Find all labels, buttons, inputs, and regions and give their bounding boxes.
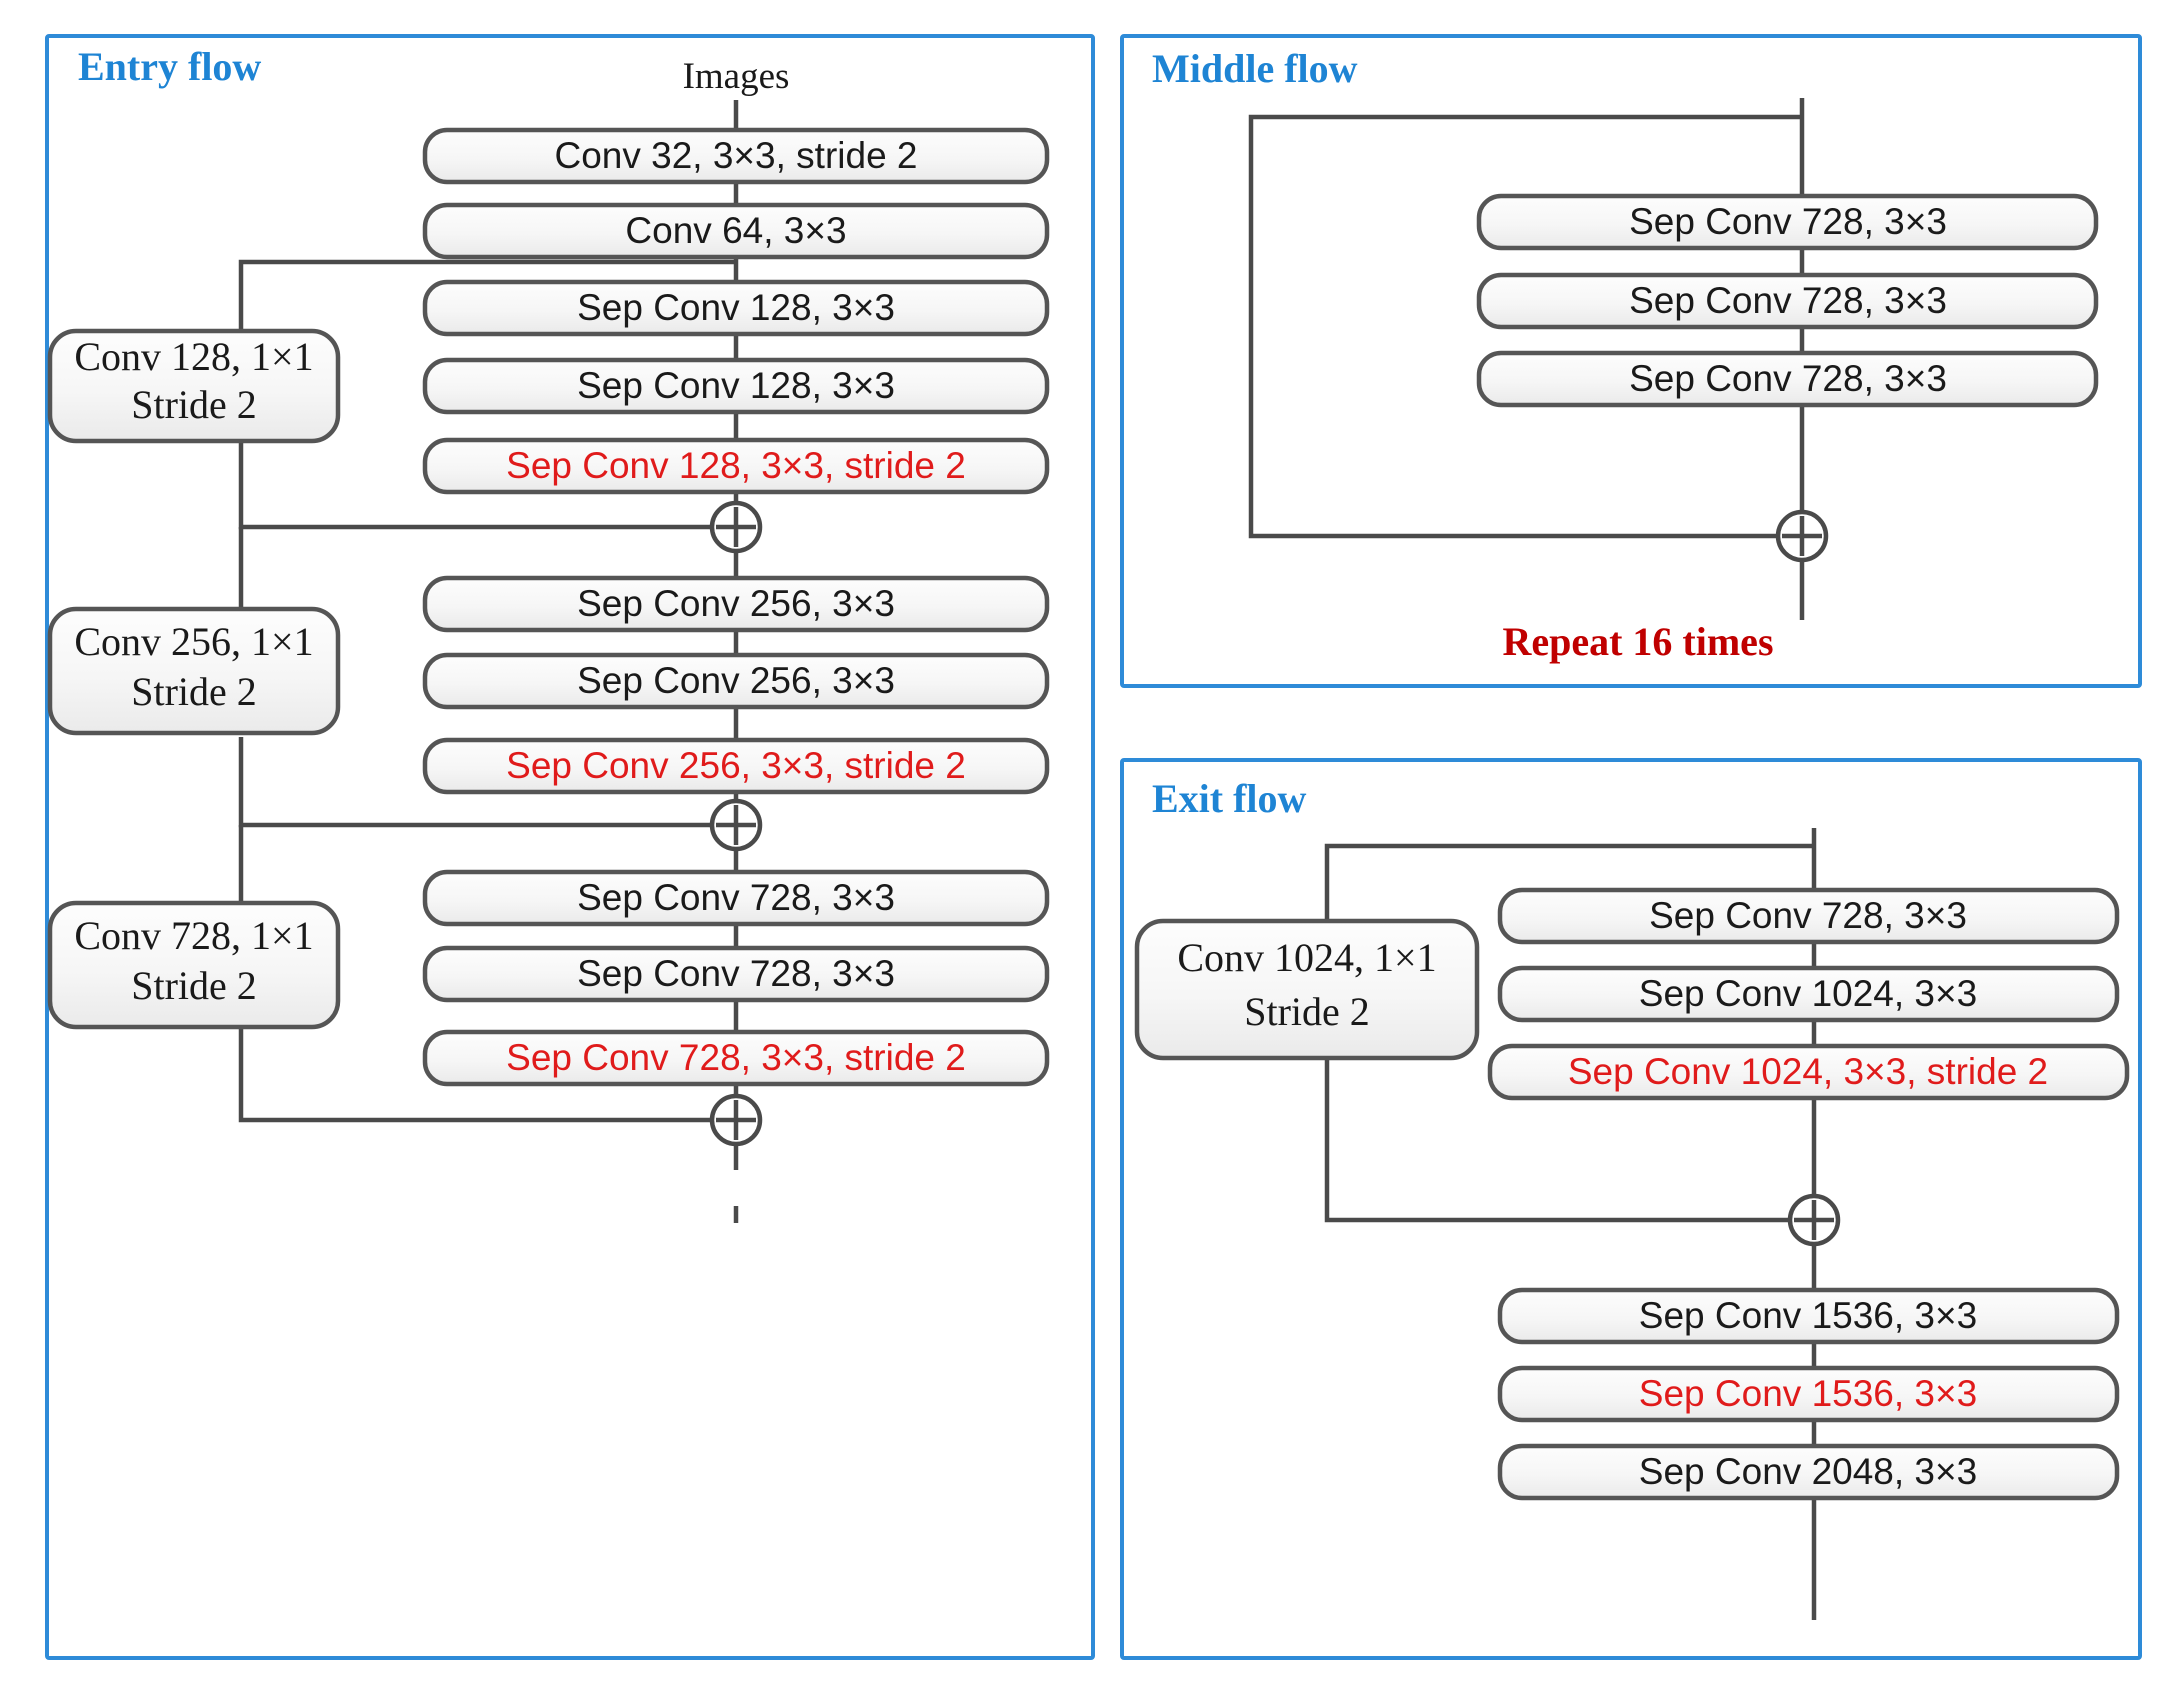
flow-box-label: Sep Conv 256, 3×3 <box>577 583 895 624</box>
wire-exit-residual-in <box>1324 843 1814 923</box>
flow-box-rect <box>422 945 1050 1003</box>
entry-main-box-2: Sep Conv 128, 3×3 <box>422 279 1050 337</box>
entry-main-box-0: Conv 32, 3×3, stride 2 <box>422 127 1050 185</box>
flow-box-label: Sep Conv 728, 3×3 <box>1629 280 1947 321</box>
flow-box-label: Sep Conv 728, 3×3 <box>577 953 895 994</box>
shortcut-box-line1: Conv 256, 1×1 <box>74 619 313 664</box>
entry-main-box-7: Sep Conv 256, 3×3, stride 2 <box>422 737 1050 795</box>
flow-box-rect <box>1497 965 2120 1023</box>
entry-add-node-2 <box>709 1093 763 1147</box>
shortcut-box-line2: Stride 2 <box>1244 989 1370 1034</box>
flow-box-label: Sep Conv 128, 3×3 <box>577 287 895 328</box>
exit-flow-title: Exit flow <box>1152 776 1307 821</box>
flow-box-rect <box>422 202 1050 260</box>
flow-box-label: Sep Conv 728, 3×3, stride 2 <box>506 1037 966 1078</box>
entry-shortcut-box-2: Conv 728, 1×1 Stride 2 <box>47 900 341 1030</box>
flow-box-label: Sep Conv 1536, 3×3 <box>1639 1295 1977 1336</box>
entry-shortcut-box-0: Conv 128, 1×1 Stride 2 <box>47 328 341 444</box>
wire-exit-residual-out <box>1324 1056 1790 1223</box>
shortcut-box-line1: Conv 128, 1×1 <box>74 334 313 379</box>
flow-box-rect <box>1476 193 2099 251</box>
exit-add-node-0 <box>1787 1193 1841 1247</box>
middle-flow-panel-border <box>1120 34 2142 688</box>
flow-box-label: Sep Conv 256, 3×3, stride 2 <box>506 745 966 786</box>
exit-flow-panel-border <box>1120 758 2142 1660</box>
flow-box-rect <box>1476 350 2099 408</box>
flow-box-rect <box>422 869 1050 927</box>
entry-main-box-1: Conv 64, 3×3 <box>422 202 1050 260</box>
wire-skip-out-3 <box>238 1029 712 1123</box>
flow-box-label: Sep Conv 2048, 3×3 <box>1639 1451 1977 1492</box>
entry-flow-panel: Entry flow Images <box>45 34 1095 1660</box>
wire-skip-branch-1 <box>238 259 736 333</box>
shortcut-box-rect <box>47 328 341 444</box>
flow-box-label: Sep Conv 128, 3×3, stride 2 <box>506 445 966 486</box>
entry-main-box-3: Sep Conv 128, 3×3 <box>422 357 1050 415</box>
exit-main-box-3: Sep Conv 1536, 3×3 <box>1497 1287 2120 1345</box>
flow-box-rect <box>422 737 1050 795</box>
middle-add-node-0 <box>1775 509 1829 563</box>
entry-main-box-6: Sep Conv 256, 3×3 <box>422 652 1050 710</box>
entry-main-box-8: Sep Conv 728, 3×3 <box>422 869 1050 927</box>
entry-flow-title: Entry flow <box>78 44 261 89</box>
entry-main-box-10: Sep Conv 728, 3×3, stride 2 <box>422 1029 1050 1087</box>
entry-main-box-5: Sep Conv 256, 3×3 <box>422 575 1050 633</box>
exit-main-box-4: Sep Conv 1536, 3×3 <box>1497 1365 2120 1423</box>
flow-box-rect <box>422 357 1050 415</box>
exit-main-box-5: Sep Conv 2048, 3×3 <box>1497 1443 2120 1501</box>
exit-flow-panel: Exit flow Conv 1024, 1×1 Stride 2 Sep Co… <box>1120 758 2142 1660</box>
flow-box-rect <box>1476 272 2099 330</box>
entry-add-node-1 <box>709 798 763 852</box>
entry-add-node-0 <box>709 500 763 554</box>
shortcut-box-line2: Stride 2 <box>131 382 257 427</box>
middle-main-box-1: Sep Conv 728, 3×3 <box>1476 272 2099 330</box>
entry-flow-panel-border <box>45 34 1095 1660</box>
flow-box-rect <box>1497 887 2120 945</box>
exit-main-box-1: Sep Conv 1024, 3×3 <box>1497 965 2120 1023</box>
flow-box-rect <box>1487 1043 2130 1101</box>
flow-box-label: Sep Conv 728, 3×3 <box>577 877 895 918</box>
flow-box-rect <box>422 127 1050 185</box>
flow-box-label: Sep Conv 256, 3×3 <box>577 660 895 701</box>
entry-flow-input-label: Images <box>683 56 790 97</box>
shortcut-box-line1: Conv 728, 1×1 <box>74 913 313 958</box>
flow-box-rect <box>1497 1287 2120 1345</box>
entry-shortcut-box-1: Conv 256, 1×1 Stride 2 <box>47 606 341 736</box>
flow-box-rect <box>422 1029 1050 1087</box>
flow-box-rect <box>422 437 1050 495</box>
flow-box-rect <box>422 652 1050 710</box>
shortcut-box-rect <box>47 900 341 1030</box>
flow-box-label: Sep Conv 728, 3×3 <box>1629 358 1947 399</box>
flow-box-rect <box>1497 1365 2120 1423</box>
shortcut-box-line2: Stride 2 <box>131 669 257 714</box>
entry-main-box-4: Sep Conv 128, 3×3, stride 2 <box>422 437 1050 495</box>
flow-box-label: Conv 64, 3×3 <box>625 210 846 251</box>
flow-box-label: Sep Conv 1024, 3×3, stride 2 <box>1568 1051 2048 1092</box>
flow-box-rect <box>422 279 1050 337</box>
exit-main-box-0: Sep Conv 728, 3×3 <box>1497 887 2120 945</box>
flow-box-label: Sep Conv 1024, 3×3 <box>1639 973 1977 1014</box>
shortcut-box-line1: Conv 1024, 1×1 <box>1177 935 1436 980</box>
flow-box-label: Conv 32, 3×3, stride 2 <box>554 135 917 176</box>
middle-flow-title: Middle flow <box>1152 46 1358 91</box>
flow-box-label: Sep Conv 1536, 3×3 <box>1639 1373 1977 1414</box>
flow-box-label: Sep Conv 728, 3×3 <box>1649 895 1967 936</box>
shortcut-box-rect <box>47 606 341 736</box>
flow-box-label: Sep Conv 128, 3×3 <box>577 365 895 406</box>
exit-main-box-2: Sep Conv 1024, 3×3, stride 2 <box>1487 1043 2130 1101</box>
shortcut-box-rect <box>1134 918 1480 1061</box>
flow-box-rect <box>1497 1443 2120 1501</box>
middle-flow-repeat-note: Repeat 16 times <box>1502 619 1773 664</box>
middle-flow-panel: Middle flow Sep Conv 728, 3×3 Sep Conv 7… <box>1120 34 2142 688</box>
flow-box-rect <box>422 575 1050 633</box>
exit-shortcut-box-0: Conv 1024, 1×1 Stride 2 <box>1134 918 1480 1061</box>
shortcut-box-line2: Stride 2 <box>131 963 257 1008</box>
entry-main-box-9: Sep Conv 728, 3×3 <box>422 945 1050 1003</box>
middle-main-box-2: Sep Conv 728, 3×3 <box>1476 350 2099 408</box>
middle-main-box-0: Sep Conv 728, 3×3 <box>1476 193 2099 251</box>
flow-box-label: Sep Conv 728, 3×3 <box>1629 201 1947 242</box>
wire-middle-residual <box>1248 114 1802 539</box>
